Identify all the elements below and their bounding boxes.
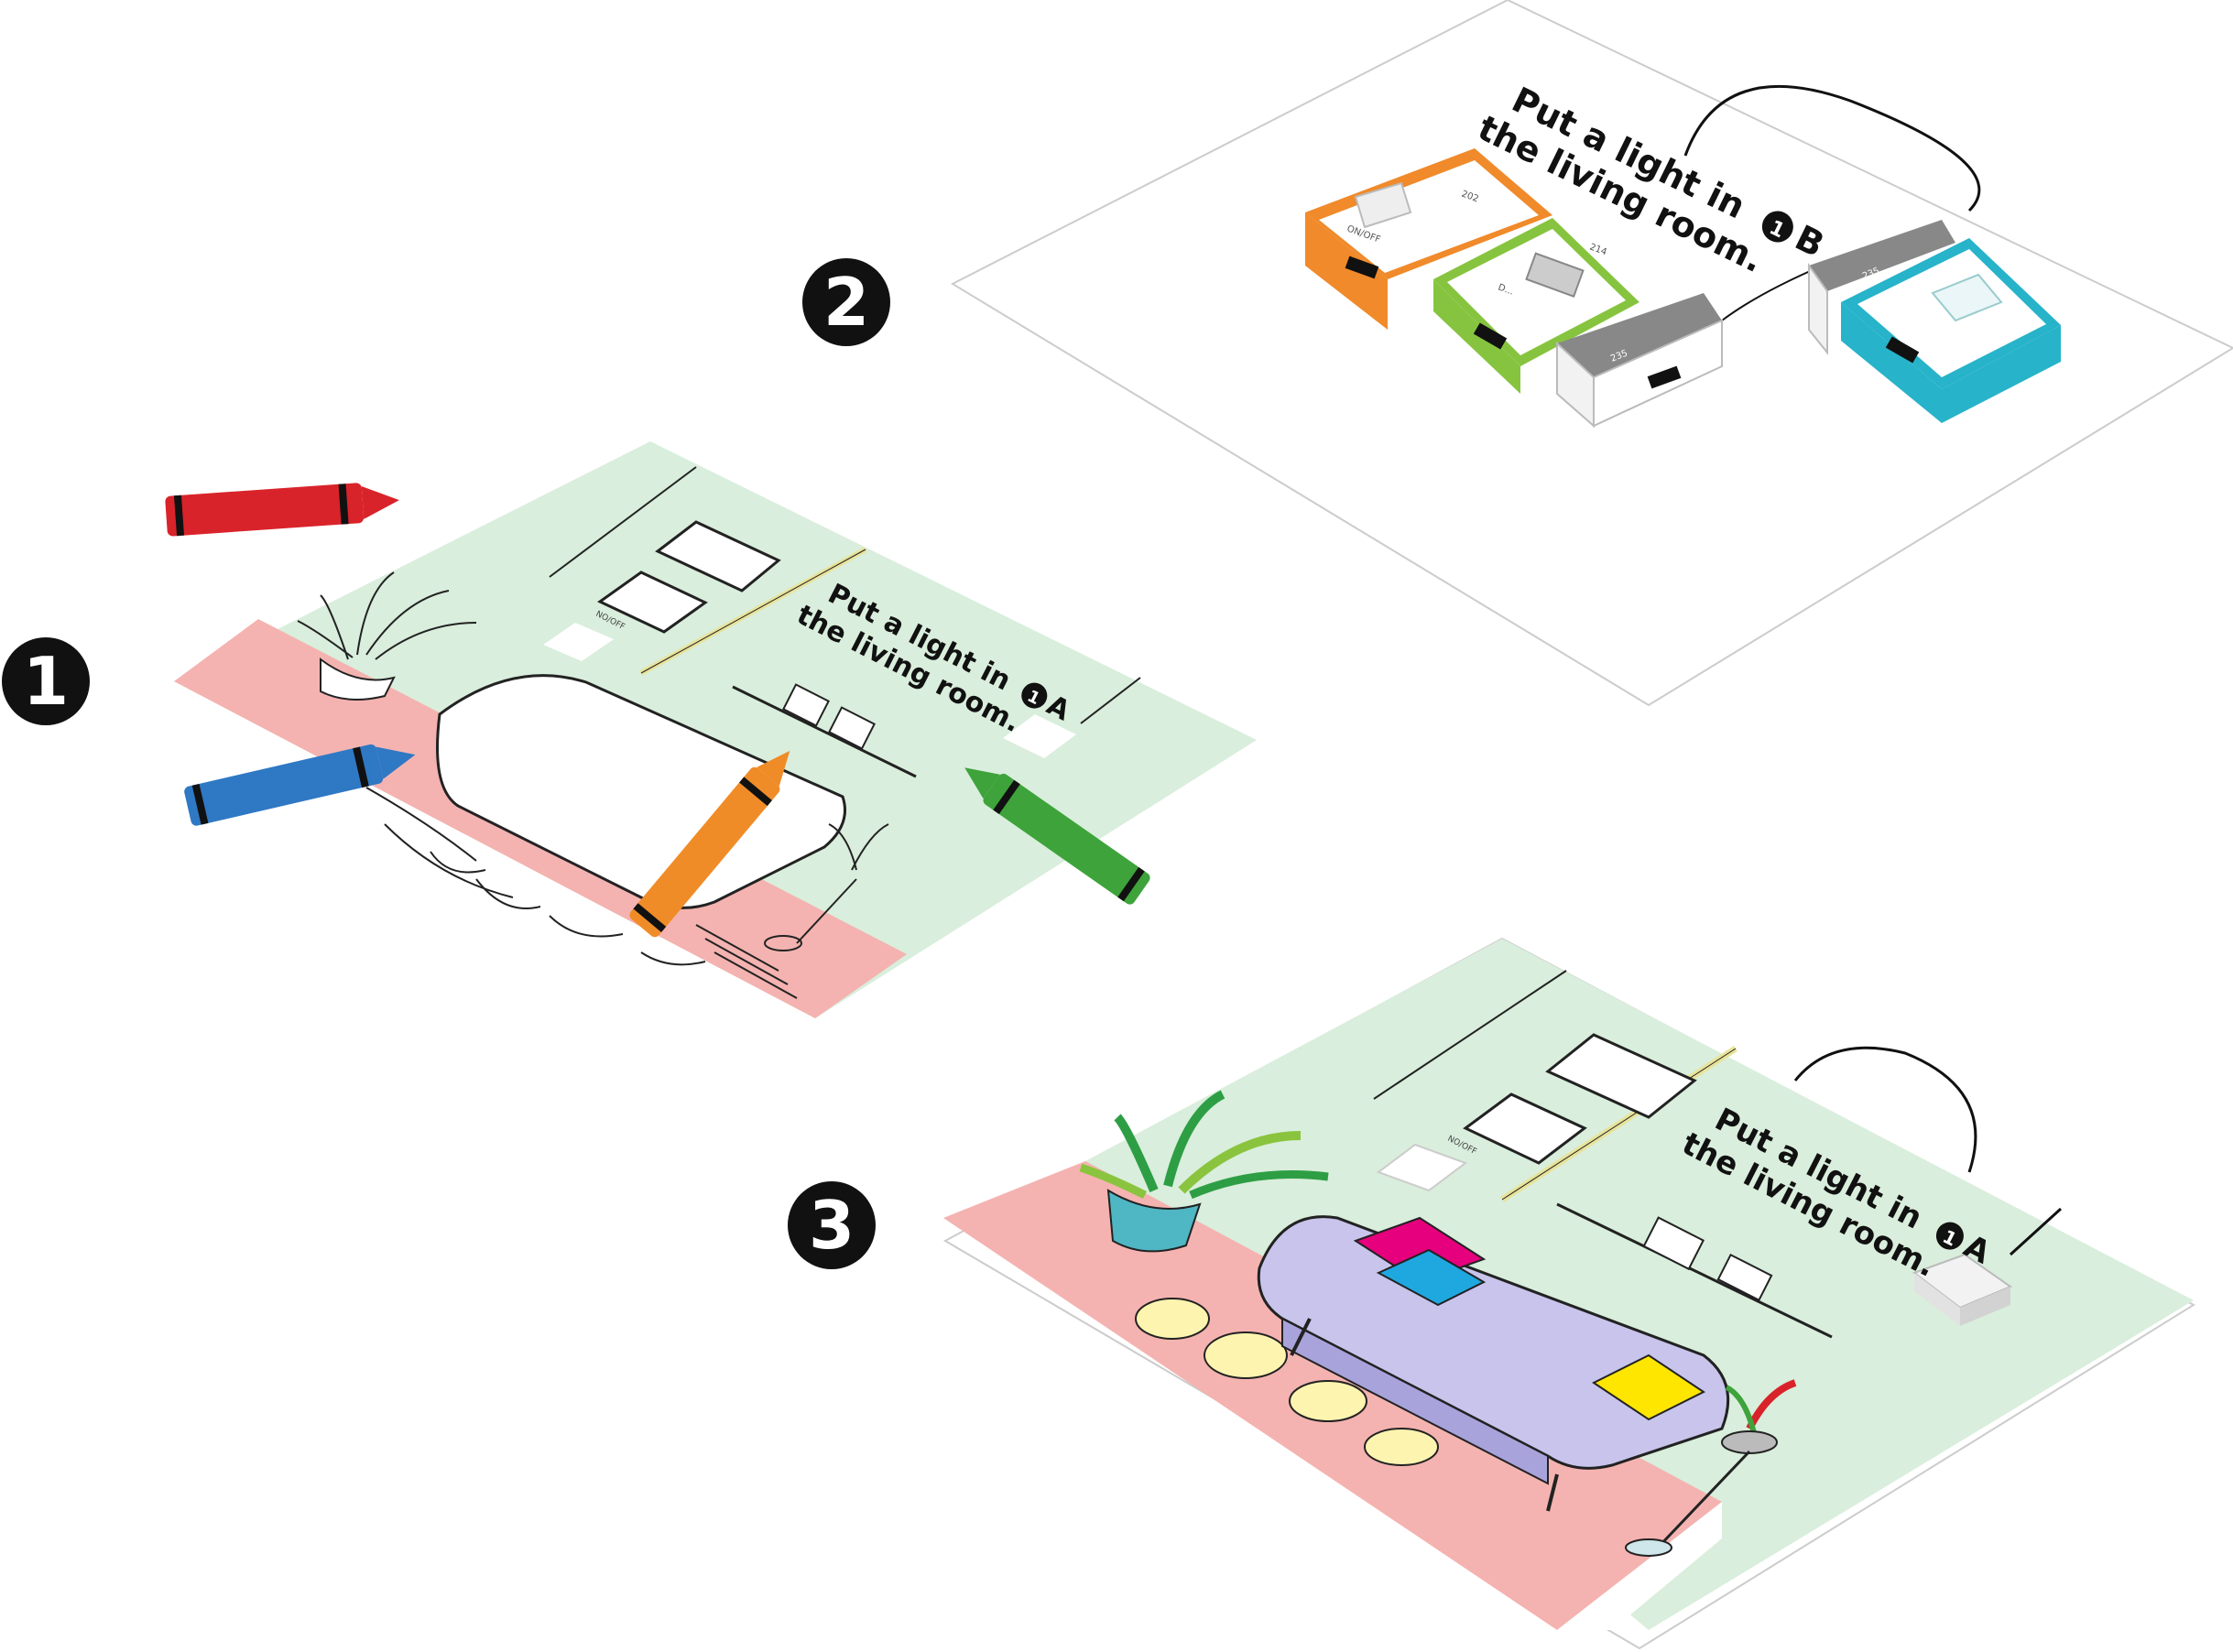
panel-3-wall: [1085, 939, 2194, 1630]
panel-3-side-plant: [1625, 1379, 1797, 1557]
panel-1-light-square: [1003, 714, 1076, 758]
panel-1: NO/OFF: [165, 441, 1257, 1018]
panel-2-wire: [1683, 84, 1981, 212]
panel-3-frame-1: [1545, 1033, 1697, 1119]
crayon-blue: [184, 744, 416, 826]
crayon-green: [964, 767, 1150, 905]
panel-3-switch-block: [1376, 1143, 1468, 1192]
panel-3-pillow-yellow: [1592, 1353, 1705, 1421]
panel-1-sofa: [436, 674, 846, 909]
panel-3-pillow-blue: [1376, 1248, 1487, 1307]
panel-3-frame-2: [1463, 1092, 1587, 1165]
step-2-badge: 2: [802, 258, 890, 346]
panel-3-light-module: [1912, 1253, 2013, 1326]
step-3-badge: 3: [788, 1181, 876, 1269]
step-1-badge: 1: [2, 637, 90, 725]
panel-2-cyan-block: 235: [1808, 220, 2061, 423]
panel-1-side-plant: [764, 823, 889, 951]
panel-2: 202 ON/OFF 214 D... 235: [950, 0, 2233, 707]
panel-1-wall: [174, 441, 1257, 1018]
panel-3-sofa: [1257, 1215, 1730, 1512]
panel-3-wire: [1793, 1046, 1977, 1173]
crayon-orange: [629, 750, 790, 938]
panel-1-frame-1: [655, 520, 781, 592]
panel-1-plant: [297, 571, 477, 701]
panel-1-switch-square: [543, 623, 614, 661]
crayon-red: [165, 483, 399, 537]
panel-3: NO/OFF: [942, 937, 2196, 1650]
panel-2-orange-block: 202 ON/OFF: [1305, 148, 1552, 330]
panel-2-green-block: 214 D...: [1433, 218, 1639, 394]
panel-3-plant: [1079, 1090, 1329, 1253]
panel-1-frame-2: [597, 571, 708, 634]
panel-3-rug: [1135, 1298, 1439, 1466]
panel-1-floor-lines: [365, 787, 798, 999]
panel-2-white-block: 235: [1556, 293, 1723, 429]
